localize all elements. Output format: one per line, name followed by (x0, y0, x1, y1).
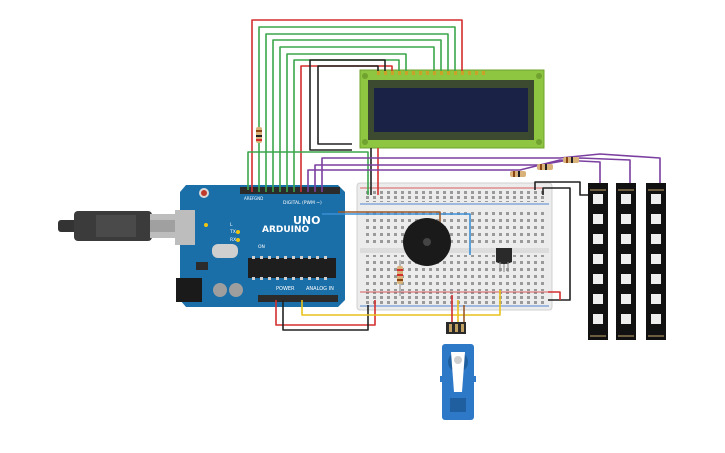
wire-green (279, 46, 435, 192)
lcd-16x2-display (359, 69, 545, 149)
led-label-tx: TX (229, 229, 236, 235)
neopixel-strip-2 (616, 183, 636, 340)
usb-cable (58, 211, 190, 241)
wire-red (548, 291, 561, 300)
temperature-sensor (496, 248, 512, 272)
wire-blue (322, 213, 471, 255)
power-jack (176, 278, 202, 302)
atmega-chip (248, 258, 336, 278)
arduino-uno-board: ARDUINO UNO DIGITAL (PWM ~) POWER ANALOG… (175, 185, 345, 307)
gnd-label: GND (254, 196, 263, 201)
wire-green (286, 53, 407, 192)
analog-label: ANALOG IN (306, 286, 334, 292)
wire-black (317, 65, 379, 145)
uno-model-text: UNO (293, 214, 321, 227)
capacitor (213, 283, 227, 297)
power-label: POWER (276, 286, 295, 292)
neopixel-strip-1 (588, 183, 608, 340)
wire-purple (321, 153, 661, 192)
wire-green (265, 33, 449, 192)
wire-red (251, 19, 463, 192)
usb-port (175, 210, 195, 245)
led-label-on: ON (258, 244, 265, 250)
wire-black (542, 187, 571, 301)
arduino-logo-text: ARDUINO (262, 225, 310, 235)
aref-label: AREF (244, 196, 255, 201)
neopixel-strip-3 (646, 183, 666, 340)
capacitor (229, 283, 243, 297)
digital-label: DIGITAL (PWM ~) (283, 200, 322, 206)
neopixel-solder-pads (590, 189, 664, 337)
lcd-screen (374, 88, 528, 132)
crystal (212, 244, 238, 258)
resistor-lcd (256, 127, 262, 143)
wire-black (282, 300, 369, 331)
analog-power-header (258, 295, 338, 302)
piezo-buzzer (403, 218, 451, 266)
wire-black (534, 181, 600, 196)
resistor-breadboard (397, 260, 403, 296)
wire-purple (314, 157, 631, 192)
resistor-neopixel-2 (537, 164, 553, 170)
wire-black (309, 59, 386, 151)
wire-yellow (301, 290, 501, 316)
led-label-rx: RX (230, 237, 236, 243)
wire-green (247, 151, 369, 195)
wire-green (272, 39, 442, 192)
micro-servo (440, 322, 476, 420)
resistor-neopixel-1 (510, 171, 526, 177)
breadboard (356, 182, 553, 311)
resistor-neopixel-3 (563, 157, 579, 163)
wire-green (258, 26, 456, 192)
digital-header (240, 187, 340, 194)
wire-red (275, 300, 376, 326)
wires (247, 19, 661, 331)
led-label-l: L (230, 222, 233, 228)
